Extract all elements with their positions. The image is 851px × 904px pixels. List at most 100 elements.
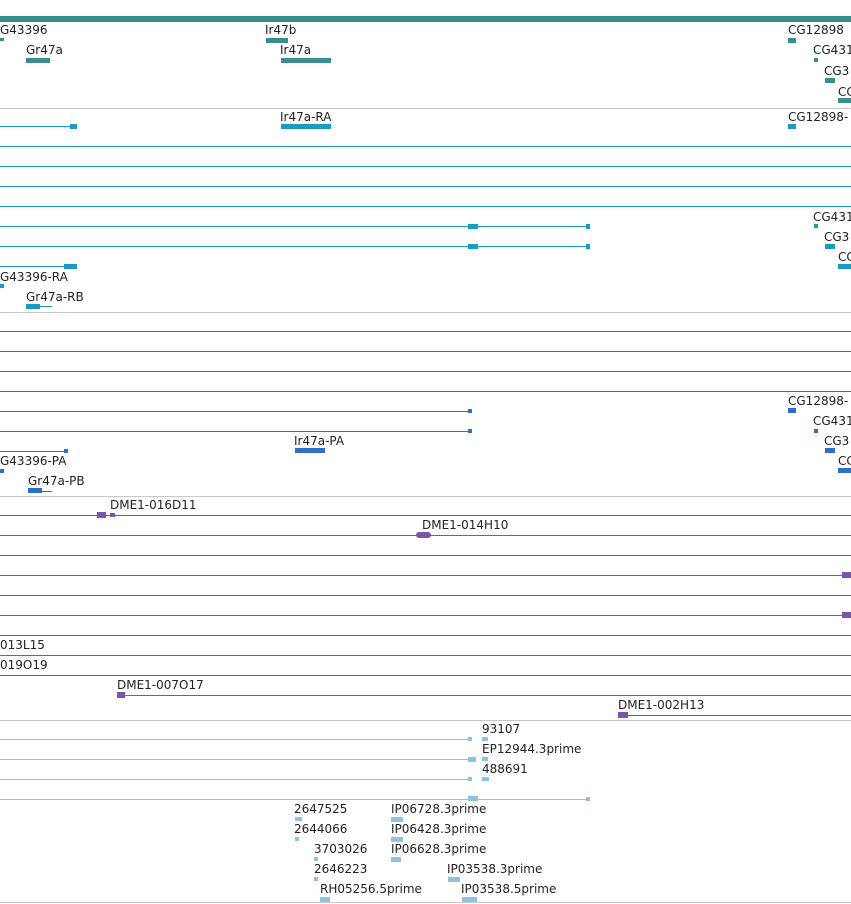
est-line[interactable] <box>0 759 476 760</box>
clone-line[interactable] <box>0 595 851 596</box>
est-feature[interactable] <box>468 737 472 741</box>
track-separator <box>0 312 851 313</box>
clone-marker[interactable] <box>618 712 628 718</box>
protein-line[interactable] <box>0 451 67 452</box>
clone-line[interactable] <box>0 575 851 576</box>
est-feature[interactable] <box>468 777 472 781</box>
clone-line[interactable] <box>0 675 851 676</box>
transcript-exon[interactable] <box>468 224 478 229</box>
est-label-rh05256-5prime: RH05256.5prime <box>320 882 422 896</box>
transcript-line[interactable] <box>0 146 851 147</box>
gene-bar-ir47b[interactable] <box>266 38 288 43</box>
clone-marker[interactable] <box>97 512 106 518</box>
est-label-2647525: 2647525 <box>294 802 348 816</box>
transcript-exon[interactable] <box>0 284 4 288</box>
transcript-exon-cg12898[interactable] <box>788 124 796 129</box>
gene-bar-gr47a[interactable] <box>26 58 50 63</box>
est-feature[interactable] <box>314 877 318 881</box>
clone-line[interactable] <box>0 615 851 616</box>
transcript-exon-cc[interactable] <box>838 264 851 269</box>
est-feature[interactable] <box>468 757 476 762</box>
gene-bar-g43396[interactable] <box>0 38 4 41</box>
est-feature[interactable] <box>482 757 488 761</box>
protein-feature-cg3[interactable] <box>825 448 835 453</box>
protein-feature-gr47a-pb[interactable] <box>28 488 42 493</box>
clone-marker[interactable] <box>416 532 431 538</box>
gene-bar-cc[interactable] <box>838 98 851 103</box>
gene-span-bar[interactable] <box>0 16 851 22</box>
clone-line[interactable] <box>0 655 851 656</box>
est-line[interactable] <box>0 779 472 780</box>
est-line[interactable] <box>0 799 590 800</box>
transcript-label-ir47a-ra: Ir47a-RA <box>280 110 332 124</box>
gene-bar-cg431[interactable] <box>814 58 818 62</box>
est-feature[interactable] <box>391 857 401 862</box>
transcript-exon[interactable] <box>586 244 590 249</box>
est-label-2644066: 2644066 <box>294 822 348 836</box>
track-separator <box>0 108 851 109</box>
protein-feature-ir47a-pa[interactable] <box>295 448 325 453</box>
transcript-line[interactable] <box>0 186 851 187</box>
transcript-exon[interactable] <box>586 224 590 229</box>
est-feature[interactable] <box>295 837 299 841</box>
protein-line[interactable] <box>0 371 851 372</box>
est-feature[interactable] <box>586 797 590 801</box>
est-label-ip03538-5prime: IP03538.5prime <box>461 882 557 896</box>
protein-line[interactable] <box>0 411 472 412</box>
gene-bar-cg3[interactable] <box>825 78 835 83</box>
protein-feature-cg12898[interactable] <box>788 408 796 413</box>
transcript-exon-cg431[interactable] <box>814 224 818 228</box>
est-label-488691: 488691 <box>482 762 528 776</box>
transcript-exon-gr47a-rb[interactable] <box>26 304 40 309</box>
track-separator <box>0 496 851 497</box>
transcript-exon[interactable] <box>468 244 478 249</box>
est-feature[interactable] <box>295 817 302 821</box>
gene-label-gr47a: Gr47a <box>26 43 63 57</box>
est-feature[interactable] <box>482 737 488 741</box>
transcript-label-cg431: CG431 <box>813 210 851 224</box>
transcript-exon[interactable] <box>70 124 77 129</box>
transcript-line[interactable] <box>0 206 851 207</box>
protein-feature-cc[interactable] <box>838 468 851 473</box>
est-feature[interactable] <box>468 796 478 801</box>
est-feature[interactable] <box>314 857 318 861</box>
clone-marker[interactable] <box>842 612 851 618</box>
clone-marker[interactable] <box>117 692 125 698</box>
transcript-line[interactable] <box>0 246 590 247</box>
gene-label-cg3: CG3 <box>824 64 850 78</box>
transcript-line[interactable] <box>0 166 851 167</box>
clone-line[interactable] <box>117 695 851 696</box>
protein-line[interactable] <box>0 351 851 352</box>
clone-line[interactable] <box>0 515 851 516</box>
protein-line[interactable] <box>0 431 472 432</box>
protein-feature-g43396-pa[interactable] <box>64 449 68 453</box>
clone-marker[interactable] <box>842 572 851 578</box>
clone-line[interactable] <box>618 715 851 716</box>
transcript-exon-cg3[interactable] <box>825 244 835 249</box>
protein-line[interactable] <box>0 391 851 392</box>
est-feature[interactable] <box>448 877 460 882</box>
est-feature[interactable] <box>391 817 403 822</box>
clone-marker[interactable] <box>110 513 115 517</box>
est-line[interactable] <box>0 739 472 740</box>
gene-bar-cg12898[interactable] <box>788 38 796 43</box>
clone-label-dme1-007o17: DME1-007O17 <box>117 678 204 692</box>
protein-feature-cg431[interactable] <box>814 429 818 433</box>
gene-label-g43396: G43396 <box>0 23 48 37</box>
transcript-line[interactable] <box>0 226 590 227</box>
transcript-exon-ir47a-ra[interactable] <box>281 124 331 129</box>
est-feature[interactable] <box>320 897 330 902</box>
gene-bar-ir47a[interactable] <box>281 58 331 63</box>
protein-feature[interactable] <box>0 469 4 473</box>
est-feature[interactable] <box>482 777 489 781</box>
transcript-exon-g43396-ra[interactable] <box>64 264 77 269</box>
transcript-line[interactable] <box>0 126 72 127</box>
protein-feature[interactable] <box>468 409 472 413</box>
transcript-line[interactable] <box>0 266 70 267</box>
protein-line[interactable] <box>0 331 851 332</box>
est-feature[interactable] <box>391 837 403 842</box>
protein-feature[interactable] <box>468 429 472 433</box>
clone-line[interactable] <box>0 635 851 636</box>
clone-line[interactable] <box>0 555 851 556</box>
est-feature[interactable] <box>462 897 477 902</box>
